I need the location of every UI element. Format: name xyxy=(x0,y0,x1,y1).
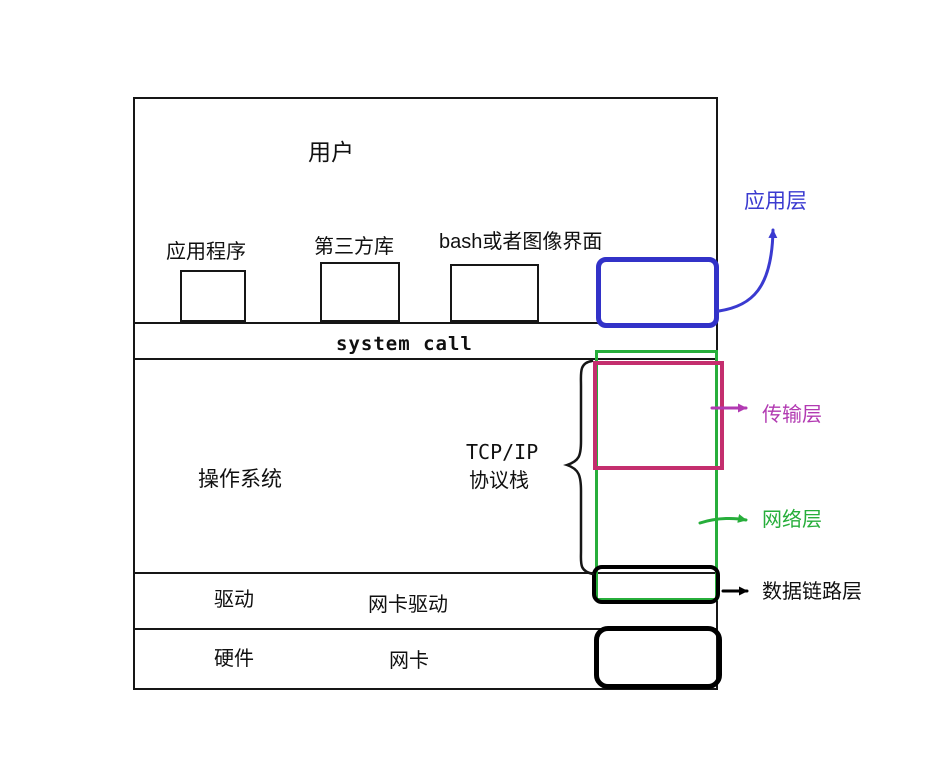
nic-hardware-box xyxy=(594,626,722,689)
datalink-layer-label: 数据链路层 xyxy=(762,581,862,603)
separator-user-syscall xyxy=(133,322,718,324)
application-layer-label: 应用层 xyxy=(744,190,807,213)
tcpip-stack-label-line2: 协议栈 xyxy=(469,470,529,492)
bash-gui-label: bash或者图像界面 xyxy=(439,231,603,253)
application-layer-arrow xyxy=(717,228,778,313)
tcpip-stack-label-line1: TCP/IP xyxy=(466,440,539,464)
network-layer-box xyxy=(595,350,718,601)
separator-syscall-os xyxy=(133,358,718,360)
user-space-label: 用户 xyxy=(308,139,354,165)
os-label: 操作系统 xyxy=(198,468,282,491)
separator-driver-hardware xyxy=(133,628,718,630)
driver-label: 驱动 xyxy=(214,589,254,611)
application-layer-box xyxy=(596,257,719,328)
nic-driver-label: 网卡驱动 xyxy=(368,594,448,616)
thirdparty-library-label: 第三方库 xyxy=(314,236,394,258)
application-program-label: 应用程序 xyxy=(166,241,246,263)
application-program-box xyxy=(180,270,246,322)
nic-label: 网卡 xyxy=(389,650,429,672)
thirdparty-library-box xyxy=(320,262,400,322)
datalink-layer-box xyxy=(592,565,720,604)
transport-layer-box xyxy=(593,361,724,470)
network-layer-label: 网络层 xyxy=(762,509,822,531)
transport-layer-label: 传输层 xyxy=(762,404,822,426)
separator-os-driver xyxy=(133,572,718,574)
system-call-label: system call xyxy=(336,333,473,355)
hardware-label: 硬件 xyxy=(214,648,254,670)
bash-gui-box xyxy=(450,264,539,322)
